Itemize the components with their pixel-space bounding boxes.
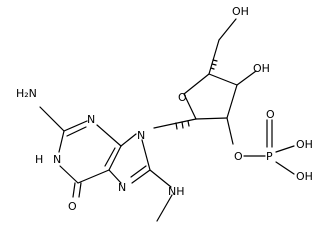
bond-n9-c4: [120, 133, 137, 147]
bond-nh-ch3: [156, 194, 173, 222]
bond-c8-n7-b: [130, 165, 147, 178]
bond-c6-c5: [77, 169, 110, 184]
atom-ring-oh: OH: [253, 62, 270, 75]
bond-n3-c2-b: [66, 126, 87, 137]
atom-n9: N: [137, 129, 145, 142]
atom-n3: N: [87, 113, 95, 126]
bond-c2-o2: [226, 117, 234, 145]
bonds: [39, 18, 295, 222]
atom-phosphate-oxygen: O: [234, 150, 243, 163]
bond-c4-c5-b: [104, 147, 116, 167]
bond-c8-n7-a: [131, 169, 151, 184]
bond-c1-o4: [183, 93, 197, 120]
bond-c8-nh: [149, 169, 172, 188]
stereo-hash-c1: [175, 120, 190, 130]
atom-phosphorus: P: [266, 150, 273, 163]
bond-c2-n1: [58, 130, 65, 153]
atom-n7: N: [118, 181, 126, 194]
bond-c3-o3: [236, 70, 257, 86]
atom-n1-hydrogen: H: [35, 153, 43, 166]
bond-c5-o5: [218, 18, 237, 41]
bond-p-oh-lower: [275, 161, 295, 175]
bond-n7-c5: [108, 169, 122, 184]
bond-c2-c1: [195, 117, 228, 120]
bond-c4-n3: [96, 124, 122, 147]
atom-methylamino-nh: NH: [168, 185, 185, 198]
bond-c6-o-b: [78, 182, 82, 198]
bond-c2-nh2: [39, 106, 65, 132]
bond-n9-c8: [141, 139, 151, 171]
atom-carbonyl-oxygen: O: [68, 200, 77, 213]
atom-top-oh: OH: [232, 5, 249, 18]
bond-p-oh-upper: [275, 145, 295, 153]
bond-c4-c5-a: [108, 145, 122, 171]
atom-amino-nh2: H₂N: [16, 87, 37, 100]
bond-o4-c4: [183, 73, 210, 95]
atom-ring-oxygen: O: [178, 91, 187, 104]
atom-p-oh-upper: OH: [296, 138, 313, 151]
bond-n1-c6: [59, 165, 79, 184]
bond-c6-o-a: [72, 182, 76, 198]
bond-c4-c3: [208, 73, 238, 86]
bond-c3-c2: [226, 84, 238, 119]
atom-n1: N: [53, 153, 61, 166]
atom-p-double-oxygen: O: [266, 108, 275, 121]
bond-c1-n9: [153, 118, 197, 129]
atom-labels: OH OH O O P O OH OH H₂N N N H N N O NH: [16, 5, 313, 213]
atom-p-oh-lower: OH: [296, 170, 313, 183]
bond-n3-c2-a: [63, 120, 88, 132]
stereo-hash-c4: [210, 59, 218, 70]
